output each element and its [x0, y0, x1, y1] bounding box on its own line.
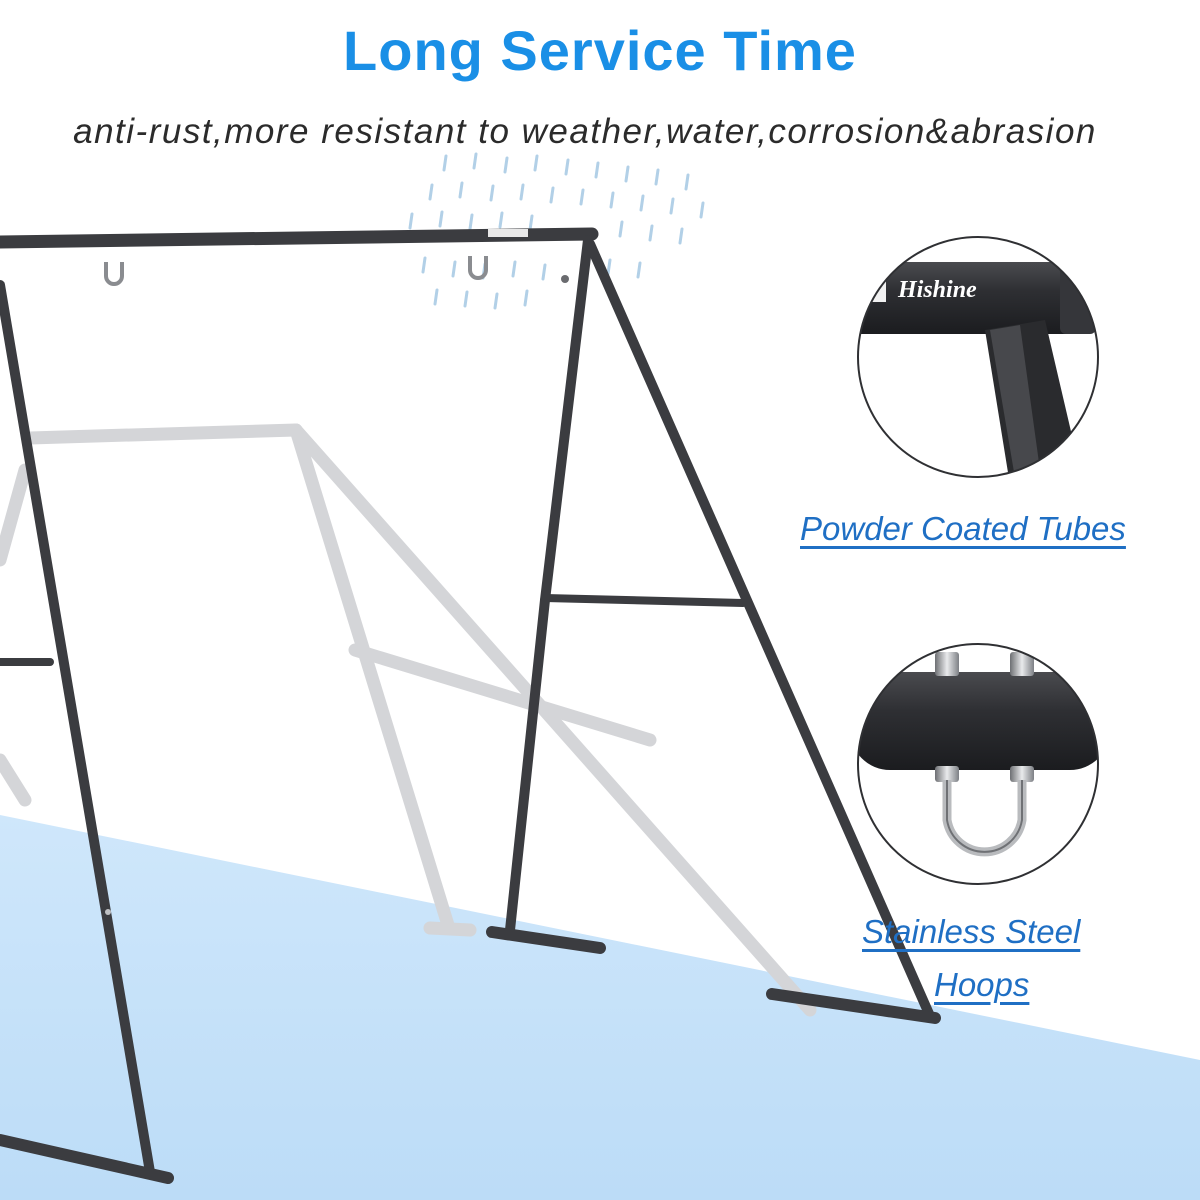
frame-shadow: [0, 423, 817, 1017]
brand-logo-text: Hishine: [897, 277, 977, 303]
powder-coated-tube-closeup: Hishine: [857, 236, 1099, 478]
beam-sticker: [488, 229, 528, 237]
stainless-steel-label: Stainless Steel: [862, 913, 1081, 950]
swing-frame: [0, 227, 941, 1184]
stainless-steel-u-hoop-closeup: [857, 643, 1099, 885]
beam-hoops: [104, 256, 488, 286]
floor-area: [0, 815, 1200, 1200]
hoops-label: Hoops: [934, 966, 1030, 1003]
powder-coated-tubes-label: Powder Coated Tubes: [800, 510, 1126, 547]
headline: Long Service Time: [343, 19, 857, 82]
subheadline: anti-rust,more resistant to weather,wate…: [73, 112, 1097, 151]
